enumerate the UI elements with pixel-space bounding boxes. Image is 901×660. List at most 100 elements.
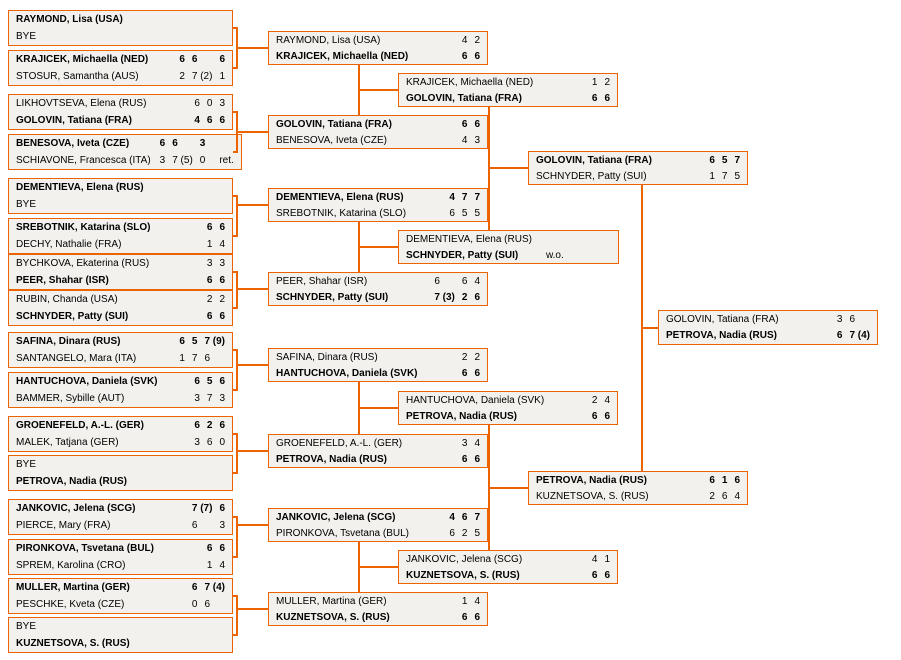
set-score: 4 bbox=[604, 394, 610, 406]
player-name: STOSUR, Samantha (AUS) bbox=[16, 71, 139, 82]
connector-line bbox=[233, 389, 238, 391]
player-name: KUZNETSOVA, S. (RUS) bbox=[536, 490, 649, 502]
player-name: HANTUCHOVA, Daniela (SVK) bbox=[406, 394, 545, 406]
set-score: 6 bbox=[591, 92, 598, 104]
player-name: SREBOTNIK, Katarina (SLO) bbox=[16, 222, 151, 233]
player-name: GOLOVIN, Tatiana (FRA) bbox=[406, 92, 522, 104]
player-name: PEER, Shahar (ISR) bbox=[16, 275, 109, 286]
player-name: BENESOVA, Iveta (CZE) bbox=[276, 134, 387, 146]
set-score: 6 bbox=[461, 511, 468, 523]
set-score: 4 bbox=[219, 560, 225, 571]
player-row: SCHNYDER, Patty (SUI)w.o. bbox=[399, 247, 618, 263]
set-score: 6 bbox=[219, 311, 225, 322]
match-note: ret. bbox=[219, 155, 234, 166]
set-score: 1 bbox=[709, 170, 715, 182]
player-row: PETROVA, Nadia (RUS) bbox=[9, 473, 232, 490]
player-name: SCHNYDER, Patty (SUI) bbox=[536, 170, 647, 182]
set-score: 6 bbox=[734, 474, 740, 486]
connector-line bbox=[236, 349, 238, 391]
player-name: DEMENTIEVA, Elena (RUS) bbox=[16, 182, 144, 193]
set-score: 6 bbox=[194, 376, 200, 387]
set-score: 7 bbox=[461, 191, 468, 203]
set-score: 6 bbox=[474, 50, 480, 62]
set-score: 3 bbox=[194, 437, 200, 448]
connector-line bbox=[233, 516, 238, 518]
player-name: PETROVA, Nadia (RUS) bbox=[406, 410, 517, 422]
set-score: 0 bbox=[206, 98, 213, 109]
set-score: 3 bbox=[194, 393, 200, 404]
set-score: 4 bbox=[449, 511, 455, 523]
set-score: 4 bbox=[591, 553, 598, 565]
set-score: 7 bbox=[474, 511, 480, 523]
connector-line bbox=[233, 151, 238, 153]
player-name: SCHNYDER, Patty (SUI) bbox=[406, 249, 519, 261]
player-name: JANKOVIC, Jelena (SCG) bbox=[406, 553, 523, 565]
player-name: PETROVA, Nadia (RUS) bbox=[276, 453, 387, 465]
set-score: 6 bbox=[194, 98, 200, 109]
set-score: 6 bbox=[461, 118, 468, 130]
set-score: 7 (4) bbox=[849, 330, 870, 342]
set-score: 7 bbox=[191, 353, 198, 364]
set-score: 5 bbox=[191, 336, 198, 347]
set-score: 6 bbox=[172, 138, 178, 149]
player-name: PESCHKE, Kveta (CZE) bbox=[16, 599, 125, 610]
set-score: 6 bbox=[591, 569, 598, 581]
player-name: DECHY, Nathalie (FRA) bbox=[16, 239, 122, 250]
set-score: 6 bbox=[849, 313, 855, 325]
player-name: GOLOVIN, Tatiana (FRA) bbox=[16, 115, 132, 126]
player-name: RUBIN, Chanda (USA) bbox=[16, 294, 118, 305]
player-name: PEER, Shahar (ISR) bbox=[276, 275, 368, 287]
set-score: 6 bbox=[449, 527, 455, 539]
set-score: 6 bbox=[191, 582, 198, 593]
player-name: MULLER, Martina (GER) bbox=[16, 582, 130, 593]
connector-line bbox=[233, 111, 238, 113]
connector-line bbox=[236, 433, 238, 474]
set-score: 1 bbox=[461, 595, 468, 607]
connector-line bbox=[233, 235, 238, 237]
set-score: 6 bbox=[219, 275, 225, 286]
set-score: 5 bbox=[734, 170, 740, 182]
player-row: BYE bbox=[9, 28, 232, 45]
set-score: 6 bbox=[206, 437, 213, 448]
set-score: 6 bbox=[474, 118, 480, 130]
set-score: 4 bbox=[461, 134, 468, 146]
set-score: 6 bbox=[206, 222, 213, 233]
set-score: 7 (5) bbox=[172, 155, 193, 166]
set-score: 6 bbox=[604, 92, 610, 104]
set-score: 5 bbox=[721, 154, 728, 166]
player-name: RAYMOND, Lisa (USA) bbox=[276, 34, 381, 46]
player-row: KUZNETSOVA, S. (RUS) bbox=[9, 635, 232, 652]
set-score: 7 (3) bbox=[434, 291, 455, 303]
set-score: 6 bbox=[474, 367, 480, 379]
player-name: DEMENTIEVA, Elena (RUS) bbox=[406, 233, 532, 245]
set-score: 7 bbox=[206, 393, 213, 404]
set-score: 6 bbox=[204, 353, 210, 364]
set-score: 6 bbox=[179, 54, 185, 65]
set-score: 2 bbox=[709, 490, 715, 502]
set-score: 3 bbox=[159, 155, 166, 166]
